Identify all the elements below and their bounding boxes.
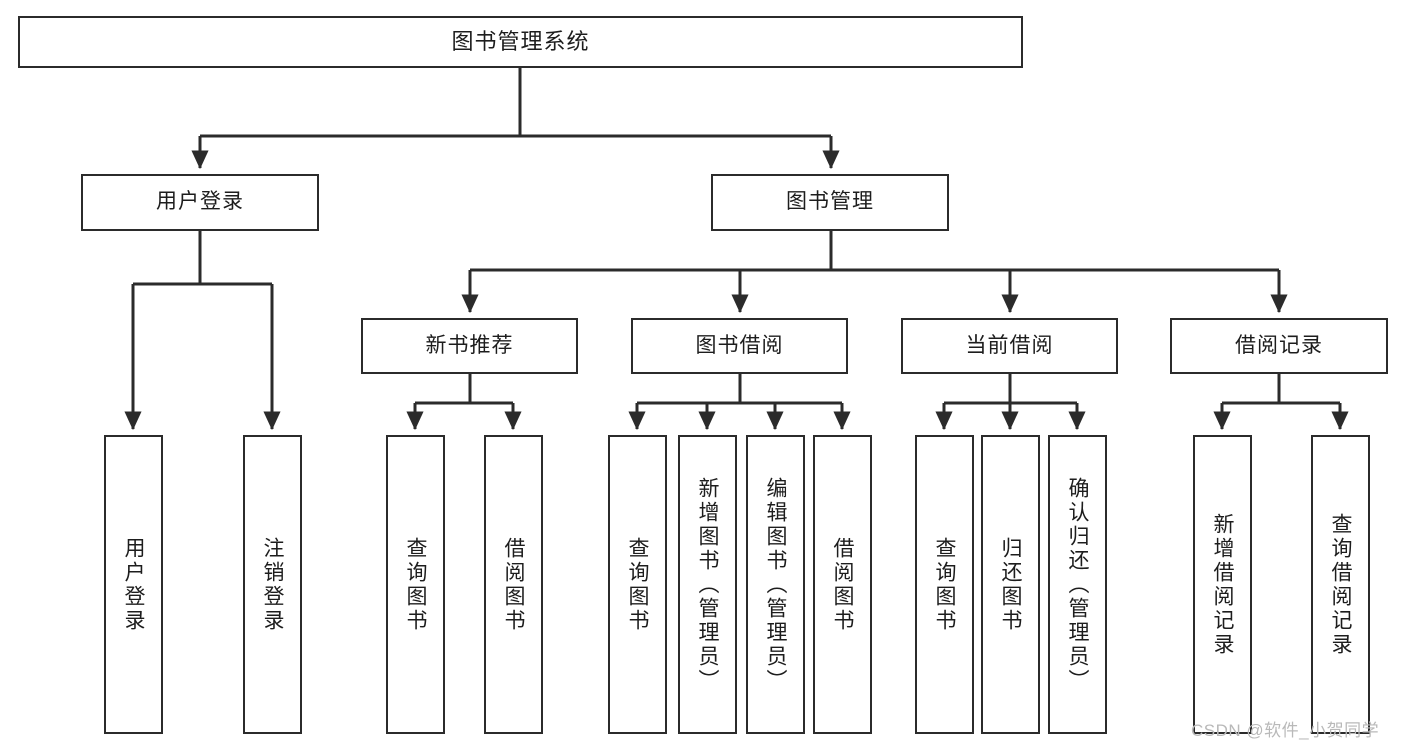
- node-label: 新增图书（管理员）: [696, 476, 719, 693]
- node-label: 新增借阅记录: [1211, 512, 1234, 657]
- leaf-query-book-current[interactable]: 查询图书: [915, 435, 974, 734]
- node-label: 借阅记录: [1235, 333, 1323, 357]
- leaf-confirm-return-admin[interactable]: 确认归还（管理员）: [1048, 435, 1107, 734]
- node-label: 查询图书: [404, 536, 427, 633]
- leaf-add-borrow-record[interactable]: 新增借阅记录: [1193, 435, 1252, 734]
- leaf-add-book-admin[interactable]: 新增图书（管理员）: [678, 435, 737, 734]
- node-book-borrow[interactable]: 图书借阅: [631, 318, 848, 374]
- node-book-management[interactable]: 图书管理: [711, 174, 949, 231]
- node-label: 借阅图书: [831, 536, 854, 633]
- leaf-user-login[interactable]: 用户登录: [104, 435, 163, 734]
- node-label: 新书推荐: [425, 333, 514, 357]
- node-label: 借阅图书: [502, 536, 525, 633]
- node-label: 确认归还（管理员）: [1066, 476, 1089, 693]
- leaf-edit-book-admin[interactable]: 编辑图书（管理员）: [746, 435, 805, 734]
- leaf-query-book-borrow[interactable]: 查询图书: [608, 435, 667, 734]
- node-label: 图书管理系统: [451, 29, 590, 55]
- leaf-return-book[interactable]: 归还图书: [981, 435, 1040, 734]
- leaf-borrow-book-recommend[interactable]: 借阅图书: [484, 435, 543, 734]
- node-label: 当前借阅: [965, 333, 1054, 357]
- node-label: 查询图书: [626, 536, 649, 633]
- csdn-watermark: CSDN @软件_小贺同学: [1191, 721, 1380, 740]
- node-current-borrow[interactable]: 当前借阅: [901, 318, 1118, 374]
- node-label: 图书借阅: [695, 333, 784, 357]
- node-label: 用户登录: [122, 536, 145, 633]
- node-user-login[interactable]: 用户登录: [81, 174, 319, 231]
- node-new-book-recommend[interactable]: 新书推荐: [361, 318, 578, 374]
- node-borrow-record[interactable]: 借阅记录: [1170, 318, 1388, 374]
- node-label: 编辑图书（管理员）: [764, 476, 787, 693]
- node-label: 注销登录: [261, 536, 284, 633]
- leaf-logout[interactable]: 注销登录: [243, 435, 302, 734]
- node-label: 查询借阅记录: [1329, 512, 1352, 657]
- node-label: 用户登录: [156, 190, 244, 214]
- leaf-query-borrow-record[interactable]: 查询借阅记录: [1311, 435, 1370, 734]
- node-label: 图书管理: [786, 190, 874, 214]
- node-root-system[interactable]: 图书管理系统: [18, 16, 1023, 68]
- node-label: 查询图书: [933, 536, 956, 633]
- leaf-borrow-book[interactable]: 借阅图书: [813, 435, 872, 734]
- node-label: 归还图书: [999, 536, 1022, 633]
- leaf-query-book-recommend[interactable]: 查询图书: [386, 435, 445, 734]
